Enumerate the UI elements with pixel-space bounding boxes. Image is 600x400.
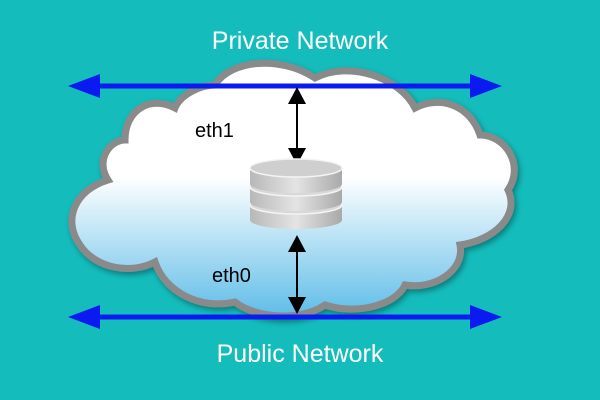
public-network-arrow <box>68 305 502 329</box>
private-network-label: Private Network <box>211 27 389 55</box>
eth0-label: eth0 <box>212 265 251 287</box>
database-server-icon <box>249 158 343 229</box>
eth1-label: eth1 <box>195 120 234 142</box>
private-network-arrow <box>68 74 502 98</box>
eth1-connector <box>288 87 306 165</box>
public-network-label: Public Network <box>216 340 384 368</box>
eth0-connector <box>288 235 306 314</box>
